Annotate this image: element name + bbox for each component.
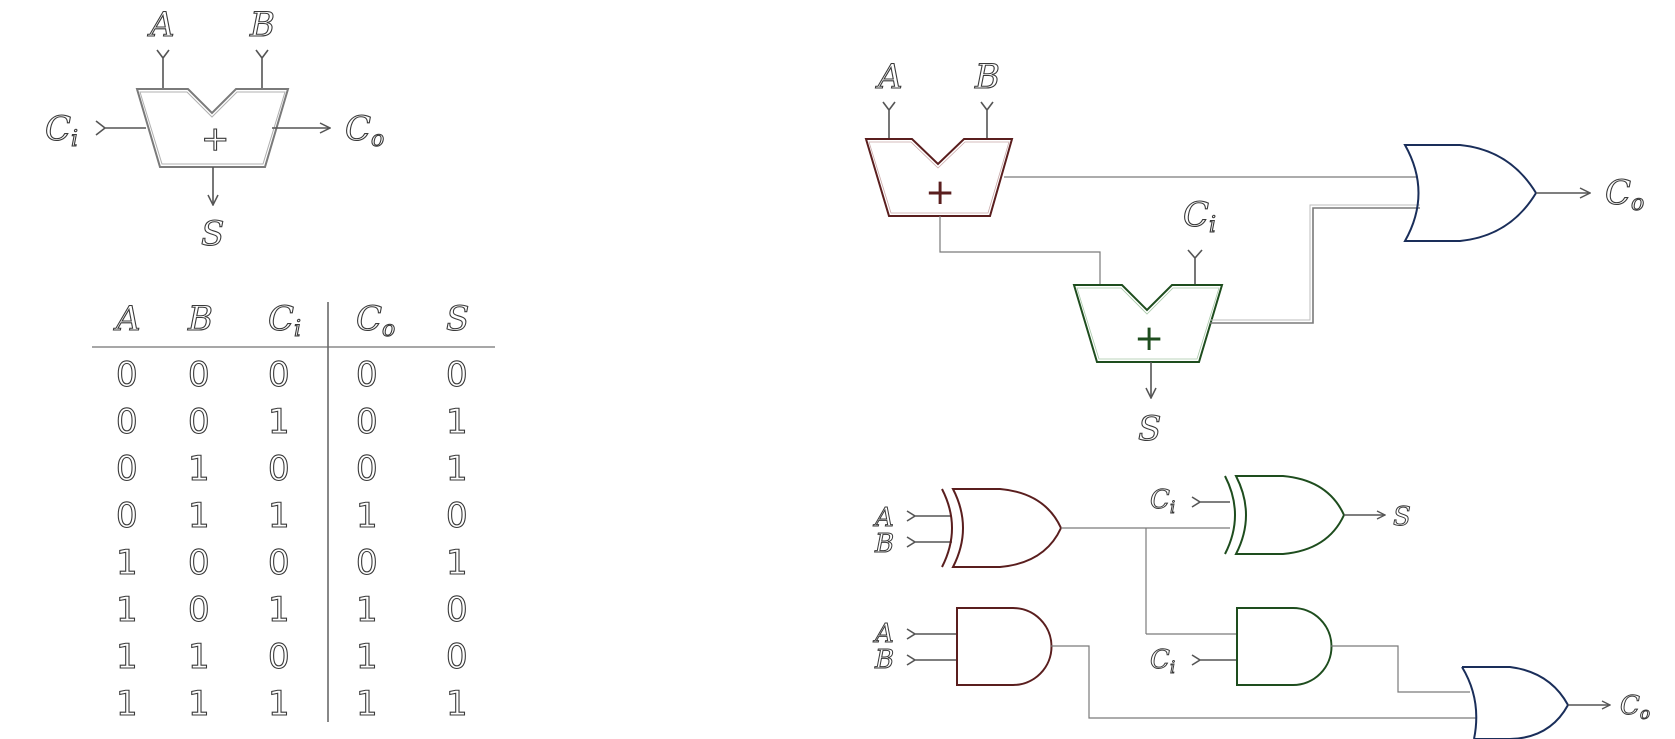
comp-a-pin (882, 101, 896, 138)
table-cell: 1 (446, 543, 468, 583)
table-cell: 0 (356, 402, 378, 442)
gate-or (1462, 666, 1570, 739)
table-cell: 0 (116, 496, 138, 536)
table-cell: 0 (356, 449, 378, 489)
table-cell: 0 (446, 496, 468, 536)
table-cell: 1 (188, 637, 210, 677)
table-cell: 1 (116, 543, 138, 583)
table-cell: 1 (188, 496, 210, 536)
table-cell: 0 (188, 543, 210, 583)
adder-input-a-pin (156, 49, 170, 88)
adder-carry-in-label: Ci (45, 109, 78, 152)
adder-input-b-pin (255, 49, 269, 88)
table-cell: 1 (356, 684, 378, 724)
comp-co-label: Co (1605, 173, 1644, 216)
table-cell: 0 (356, 543, 378, 583)
table-cell: 0 (268, 637, 290, 677)
gate-and1-b-label: B (874, 645, 894, 675)
header-ci: Ci (268, 299, 301, 342)
comp-adder-2-plus: + (1134, 318, 1164, 359)
table-cell: 1 (116, 590, 138, 630)
table-cell: 1 (268, 590, 290, 630)
gate-sum-label: S (1393, 502, 1411, 532)
table-cell: 1 (188, 684, 210, 724)
comp-adder-1-plus: + (925, 172, 955, 213)
comp-or-gate (1403, 144, 1538, 242)
adder-carry-out-label: Co (345, 109, 384, 152)
gate-xor1-a-label: A (873, 503, 894, 533)
table-cell: 0 (356, 355, 378, 395)
adder-sum-label: S (201, 214, 224, 254)
table-cell: 1 (446, 449, 468, 489)
gate-xor-1 (951, 488, 1063, 568)
header-s: S (446, 299, 469, 339)
comp-b-label: B (974, 57, 1000, 97)
adder-body (135, 88, 290, 168)
adder-input-b-label: B (249, 5, 275, 45)
table-row: 0 0 1 0 1 (115, 401, 468, 442)
table-row: 0 0 0 0 0 (115, 354, 468, 395)
gate-level-diagram: A B Ci S A B Ci (873, 475, 1651, 739)
table-row: 0 1 1 1 0 (115, 495, 468, 536)
table-row: 0 1 0 0 1 (115, 448, 468, 489)
table-row: 1 0 1 1 0 (115, 589, 468, 630)
table-cell: 1 (356, 590, 378, 630)
comp-b-pin (980, 101, 994, 138)
adder-composition-diagram: A B + Ci + S Co (864, 56, 1645, 450)
table-cell: 0 (188, 355, 210, 395)
table-cell: 0 (116, 355, 138, 395)
table-cell: 1 (188, 449, 210, 489)
header-b: B (187, 299, 213, 339)
header-a: A (113, 299, 141, 339)
table-row: 1 1 1 1 1 (115, 683, 468, 724)
table-cell: 1 (356, 637, 378, 677)
truth-table-header: A B Ci Co S (112, 298, 469, 342)
table-cell: 0 (116, 449, 138, 489)
table-cell: 1 (446, 684, 468, 724)
table-cell: 1 (268, 684, 290, 724)
comp-sum-label: S (1138, 409, 1161, 449)
table-cell: 1 (116, 637, 138, 677)
gate-xor2-ci-label: Ci (1150, 485, 1175, 518)
gate-and2-ci-label: Ci (1150, 645, 1175, 678)
table-cell: 0 (116, 402, 138, 442)
comp-a-label: A (875, 57, 903, 97)
adder-carry-in-arrow (95, 120, 146, 136)
table-cell: 0 (446, 637, 468, 677)
table-cell: 1 (116, 684, 138, 724)
table-cell: 0 (268, 543, 290, 583)
comp-ci-label: Ci (1183, 195, 1216, 238)
table-cell: 0 (268, 449, 290, 489)
table-cell: 0 (188, 590, 210, 630)
header-co: Co (356, 299, 395, 342)
gate-xor-2 (1234, 475, 1346, 555)
gate-and-1 (956, 607, 1053, 686)
table-row: 1 1 0 1 0 (115, 636, 468, 677)
table-cell: 0 (446, 590, 468, 630)
gate-xor1-b-label: B (874, 529, 894, 559)
comp-ci-pin (1187, 249, 1203, 285)
gate-co-label: Co (1620, 691, 1650, 724)
table-cell: 1 (356, 496, 378, 536)
table-cell: 0 (188, 402, 210, 442)
adder-symbol: A B + Ci Co S (44, 4, 384, 254)
truth-table-rows: 0 0 0 0 0 0 0 1 0 1 0 1 0 0 1 0 1 1 1 0 1 0 0 0 1 1 0 1 1 0 1 1 0 1 0 1 1 1 1 1 (115, 354, 468, 724)
table-cell: 0 (446, 355, 468, 395)
table-cell: 1 (268, 402, 290, 442)
gate-and1-a-label: A (873, 619, 894, 649)
comp-adder-1 (864, 138, 1014, 217)
table-cell: 0 (268, 355, 290, 395)
adder-input-a-label: A (147, 5, 175, 45)
table-row: 1 0 0 0 1 (115, 542, 468, 583)
gate-and-2 (1236, 607, 1333, 686)
table-cell: 1 (446, 402, 468, 442)
table-cell: 1 (268, 496, 290, 536)
adder-plus-sign: + (201, 119, 230, 159)
comp-adder-2 (1072, 284, 1224, 363)
